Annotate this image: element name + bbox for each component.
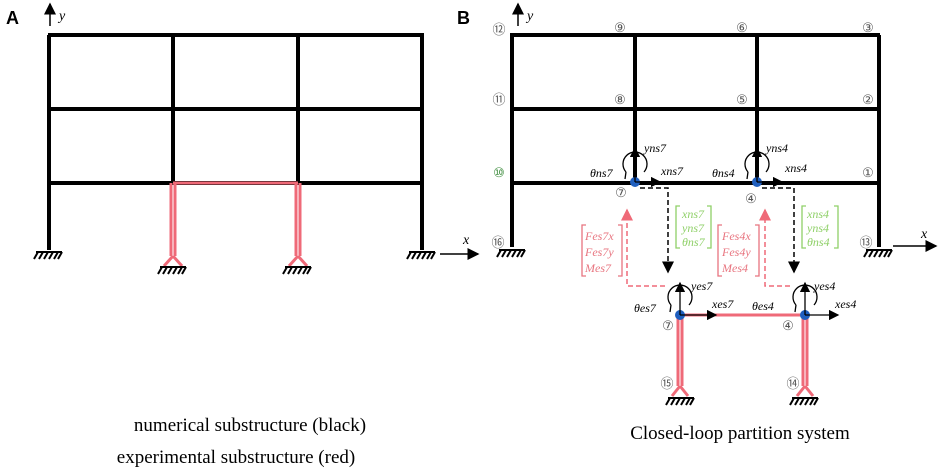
es4-x-label: xes4 — [834, 297, 856, 311]
vec-red4-fx: Fes4x — [721, 229, 751, 243]
panel-b-x-axis-label: x — [920, 227, 928, 242]
es4-y-label: yes4 — [813, 279, 835, 293]
panel-b-fixed-supports — [496, 249, 893, 406]
es4-theta-label: θes4 — [752, 299, 774, 313]
panel-b-node-numbers: ① ② ③ ④ ⑤ ⑥ ⑦ ⑧ ⑨ ⑩ ⑪ ⑫ ⑬ ⑭ ⑮ ⑯ ⑦ ④ — [491, 20, 873, 391]
ns4-x-label: xns4 — [784, 161, 807, 175]
vec-red7-fx: Fes7x — [584, 229, 614, 243]
panel-a: A y — [6, 2, 480, 468]
ns7-x-label: xns7 — [660, 164, 684, 178]
panel-b-dof-labels: yns7 xns7 θns7 yns4 xns4 θns4 yes7 xes7 … — [590, 141, 856, 315]
ns4-theta-label: θns4 — [712, 166, 735, 180]
vec-red4-fy: Fes4y — [721, 245, 751, 259]
node-6-label: ⑥ — [736, 20, 748, 35]
green-vector-4: xns4 yns4 θns4 — [801, 205, 839, 249]
node-14-label: ⑭ — [786, 376, 799, 391]
path-es4-to-ns4 — [759, 208, 790, 287]
node-15-label: ⑮ — [660, 376, 673, 391]
ns7-dof-symbol — [622, 146, 662, 188]
vec-red4-m: Mes4 — [721, 261, 748, 275]
es7-dof-symbol — [667, 281, 718, 321]
node-1-label: ① — [862, 165, 874, 180]
node-3-label: ③ — [862, 20, 874, 35]
ns4-dof-symbol — [744, 146, 784, 188]
node-8-label: ⑧ — [614, 92, 626, 107]
es7-x-label: xes7 — [711, 297, 734, 311]
node-4-label: ④ — [745, 191, 757, 206]
panel-b-y-axis-label: y — [525, 9, 534, 24]
node-7-label: ⑦ — [615, 185, 627, 200]
vec-green7-x: xns7 — [681, 207, 705, 221]
vec-green7-y: yns7 — [681, 221, 705, 235]
ns4-y-label: yns4 — [765, 141, 788, 155]
vec-green7-theta: θns7 — [682, 235, 706, 249]
node-4-exp-label: ④ — [782, 318, 794, 333]
node-7-exp-label: ⑦ — [662, 318, 674, 333]
vec-green4-x: xns4 — [806, 207, 829, 221]
node-13-label: ⑬ — [859, 235, 872, 250]
path-ns7-to-es7 — [640, 187, 674, 274]
ns7-y-label: yns7 — [643, 141, 667, 155]
node-16-label: ⑯ — [491, 235, 504, 250]
path-ns4-to-es4 — [762, 187, 800, 274]
path-es7-to-ns7 — [621, 208, 665, 287]
panel-b-caption: Closed-loop partition system — [630, 423, 850, 444]
panel-a-caption-line2: experimental substructure (red) — [117, 447, 355, 468]
panel-a-x-axis-label: x — [462, 233, 470, 248]
panel-b-label: B — [457, 8, 470, 28]
node-2-label: ② — [862, 92, 874, 107]
node-5-label: ⑤ — [736, 92, 748, 107]
panel-a-caption-line1: numerical substructure (black) — [134, 415, 366, 436]
vec-green4-theta: θns4 — [807, 235, 830, 249]
panel-a-fixed-supports — [33, 251, 436, 275]
panel-a-frame — [47, 33, 424, 250]
node-9-label: ⑨ — [614, 20, 626, 35]
red-vector-7: Fes7x Fes7y Mes7 — [581, 224, 623, 277]
es7-theta-label: θes7 — [634, 301, 657, 315]
node-10-label: ⑩ — [493, 165, 505, 180]
panel-a-experimental-substructure — [162, 181, 309, 268]
red-vector-4: Fes4x Fes4y Mes4 — [717, 224, 760, 277]
vec-red7-m: Mes7 — [584, 261, 612, 275]
panel-b-transfer-paths — [621, 187, 800, 287]
ns7-theta-label: θns7 — [590, 166, 614, 180]
panel-a-label: A — [6, 8, 19, 28]
panel-b: B y x — [457, 2, 938, 444]
panel-a-y-axis-label: y — [57, 9, 66, 24]
es7-y-label: yes7 — [690, 279, 713, 293]
es4-dof-symbol — [792, 281, 840, 321]
node-12-label: ⑫ — [492, 22, 505, 37]
vec-green4-y: yns4 — [806, 221, 829, 235]
green-vector-7: xns7 yns7 θns7 — [675, 205, 712, 249]
vec-red7-fy: Fes7y — [584, 245, 614, 259]
node-11-label: ⑪ — [492, 92, 505, 107]
